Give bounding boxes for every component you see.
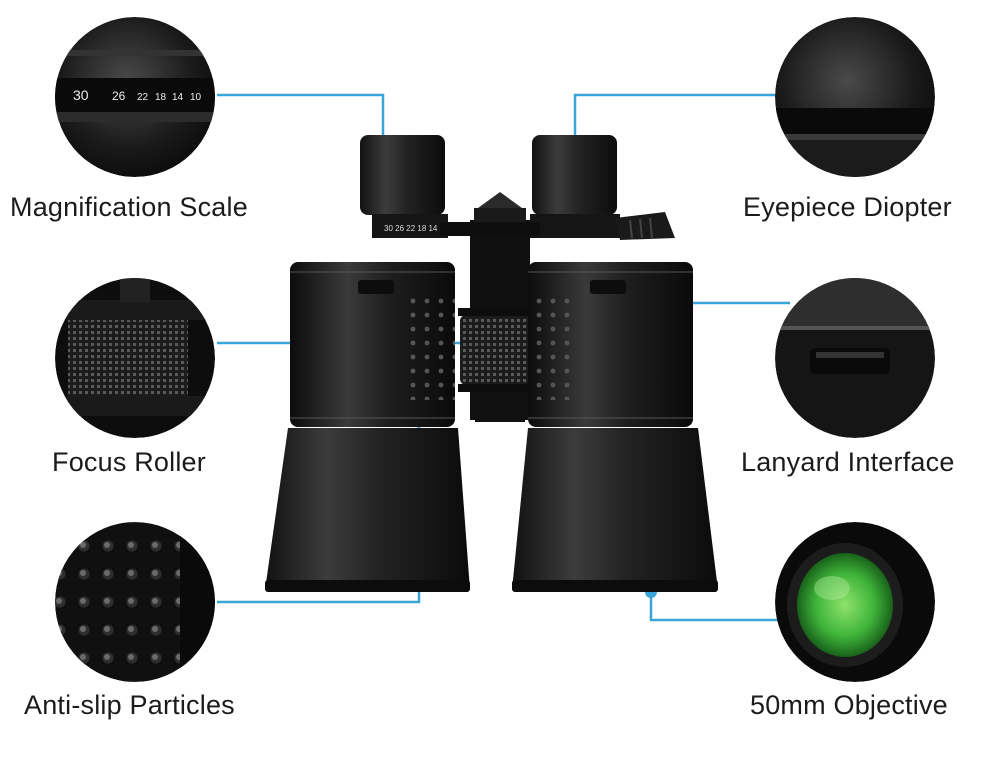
focus-wheel [460,315,530,385]
label-lanyard-interface: Lanyard Interface [741,447,955,477]
zoom-tick-label: 10 [190,92,202,103]
zoom-tick-label: 22 [137,92,149,103]
svg-text:30 26 22 18 14 10: 30 26 22 18 14 10 [384,224,449,233]
label-magnification-scale: Magnification Scale [10,192,248,222]
detail-lanyard-interface [775,278,935,438]
zoom-tick-label: 18 [155,92,167,103]
label-focus-roller: Focus Roller [52,447,206,477]
leader-line-objective [649,592,790,622]
detail-magnification-scale: 30 26 22 18 14 10 [55,17,215,177]
label-50mm-objective: 50mm Objective [750,690,948,720]
detail-focus-roller [55,278,215,438]
label-anti-slip-particles: Anti-slip Particles [24,690,235,720]
binoculars: 30 26 22 18 14 10 [265,135,718,592]
zoom-scale-ticks: 30 26 22 18 14 10 [73,87,202,103]
zoom-tick-label: 26 [112,89,126,103]
detail-anti-slip [55,522,215,682]
label-eyepiece-diopter: Eyepiece Diopter [743,192,952,222]
zoom-tick-label: 30 [73,87,89,103]
detail-eyepiece-diopter [775,17,935,177]
zoom-tick-label: 14 [172,92,184,103]
detail-objective-lens [775,522,935,682]
